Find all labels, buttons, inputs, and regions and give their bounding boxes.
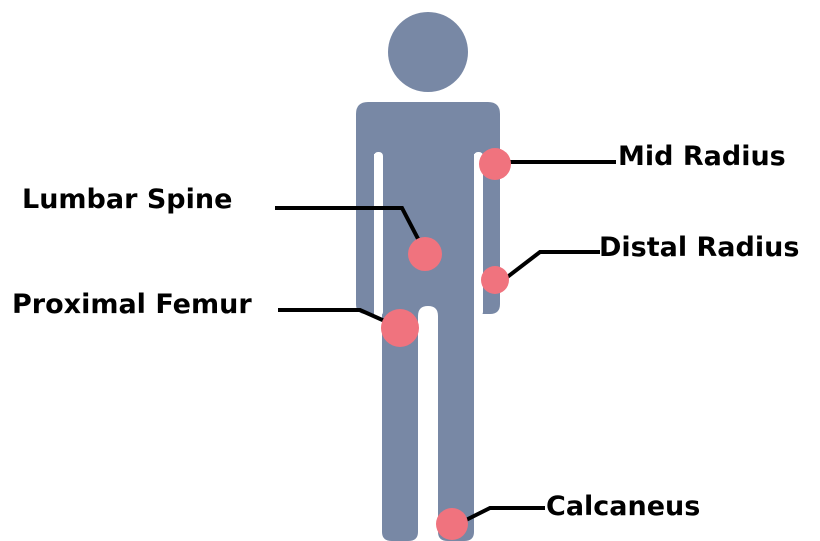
mid-radius-label: Mid Radius bbox=[618, 143, 786, 170]
proximal-femur-marker bbox=[381, 309, 419, 347]
proximal-femur-label: Proximal Femur bbox=[12, 291, 252, 318]
distal-radius-marker bbox=[481, 266, 509, 294]
left-arm-gap bbox=[374, 152, 383, 316]
calcaneus-leader bbox=[462, 508, 545, 522]
calcaneus-label: Calcaneus bbox=[546, 493, 700, 520]
right-arm-gap bbox=[474, 152, 483, 316]
mid-radius-marker bbox=[479, 148, 511, 180]
distal-radius-label: Distal Radius bbox=[599, 234, 799, 261]
distal-radius-leader bbox=[506, 252, 600, 278]
figure-head bbox=[388, 12, 468, 92]
human-figure bbox=[356, 12, 500, 541]
calcaneus-marker bbox=[436, 508, 468, 540]
lumbar-spine-label: Lumbar Spine bbox=[22, 186, 232, 213]
lumbar-spine-marker bbox=[408, 237, 442, 271]
